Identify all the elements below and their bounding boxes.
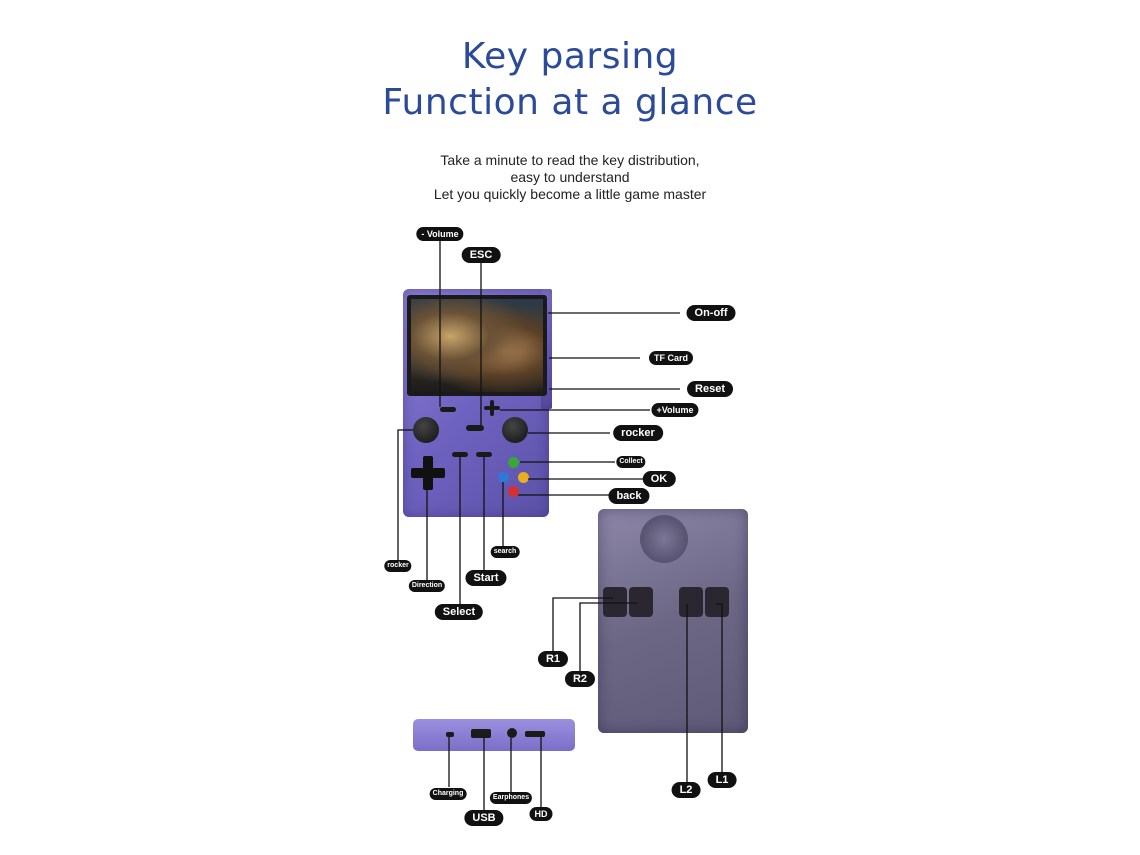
subtitle-line-3: Let you quickly become a little game mas…	[433, 186, 707, 202]
earphone-jack	[507, 728, 517, 738]
label-search: search	[490, 546, 520, 558]
dpad-vertical[interactable]	[423, 456, 433, 490]
game-screen	[407, 295, 547, 396]
back-button[interactable]	[508, 486, 519, 497]
hd-port	[525, 731, 545, 737]
label-volume-minus: - Volume	[416, 227, 464, 241]
l2-shoulder[interactable]	[679, 587, 703, 617]
label-l1: L1	[707, 772, 737, 788]
usb-port	[471, 729, 491, 738]
label-esc: ESC	[461, 247, 501, 263]
label-rocker-right: rocker	[613, 425, 663, 441]
subtitle-line-2: easy to understand	[510, 169, 630, 185]
label-r1: R1	[537, 651, 569, 667]
select-button[interactable]	[452, 452, 468, 457]
label-select: Select	[434, 604, 484, 620]
label-reset: Reset	[687, 381, 733, 397]
label-tf-card: TF Card	[648, 351, 694, 365]
charging-port	[446, 732, 454, 737]
label-on-off: On-off	[686, 305, 736, 321]
left-rocker[interactable]	[413, 417, 439, 443]
ok-button[interactable]	[518, 472, 529, 483]
label-rocker-left: rocker	[384, 560, 412, 572]
volume-minus-button[interactable]	[440, 407, 456, 412]
volume-plus-button-v[interactable]	[490, 400, 494, 416]
r1-shoulder[interactable]	[603, 587, 627, 617]
label-volume-plus: +Volume	[651, 403, 699, 417]
back-rocker-cap	[640, 515, 688, 563]
label-usb: USB	[464, 810, 504, 826]
label-r2: R2	[564, 671, 596, 687]
collect-button[interactable]	[508, 457, 519, 468]
label-l2: L2	[671, 782, 701, 798]
subtitle-line-1: Take a minute to read the key distributi…	[440, 152, 700, 168]
label-charging: Charging	[429, 788, 467, 800]
label-direction: Direction	[408, 580, 446, 592]
label-back: back	[608, 488, 650, 504]
label-hd: HD	[529, 807, 553, 821]
label-ok: OK	[642, 471, 676, 487]
right-rocker[interactable]	[502, 417, 528, 443]
label-start: Start	[465, 570, 507, 586]
start-button[interactable]	[476, 452, 492, 457]
l1-shoulder[interactable]	[705, 587, 729, 617]
label-collect: Collect	[616, 456, 646, 468]
search-button[interactable]	[498, 472, 509, 483]
title-line-1: Key parsing	[461, 36, 679, 77]
title-line-2: Function at a glance	[382, 82, 758, 123]
esc-button[interactable]	[466, 425, 484, 431]
handheld-bottom-edge	[413, 719, 575, 751]
label-earphones: Earphones	[489, 792, 533, 804]
r2-shoulder[interactable]	[629, 587, 653, 617]
